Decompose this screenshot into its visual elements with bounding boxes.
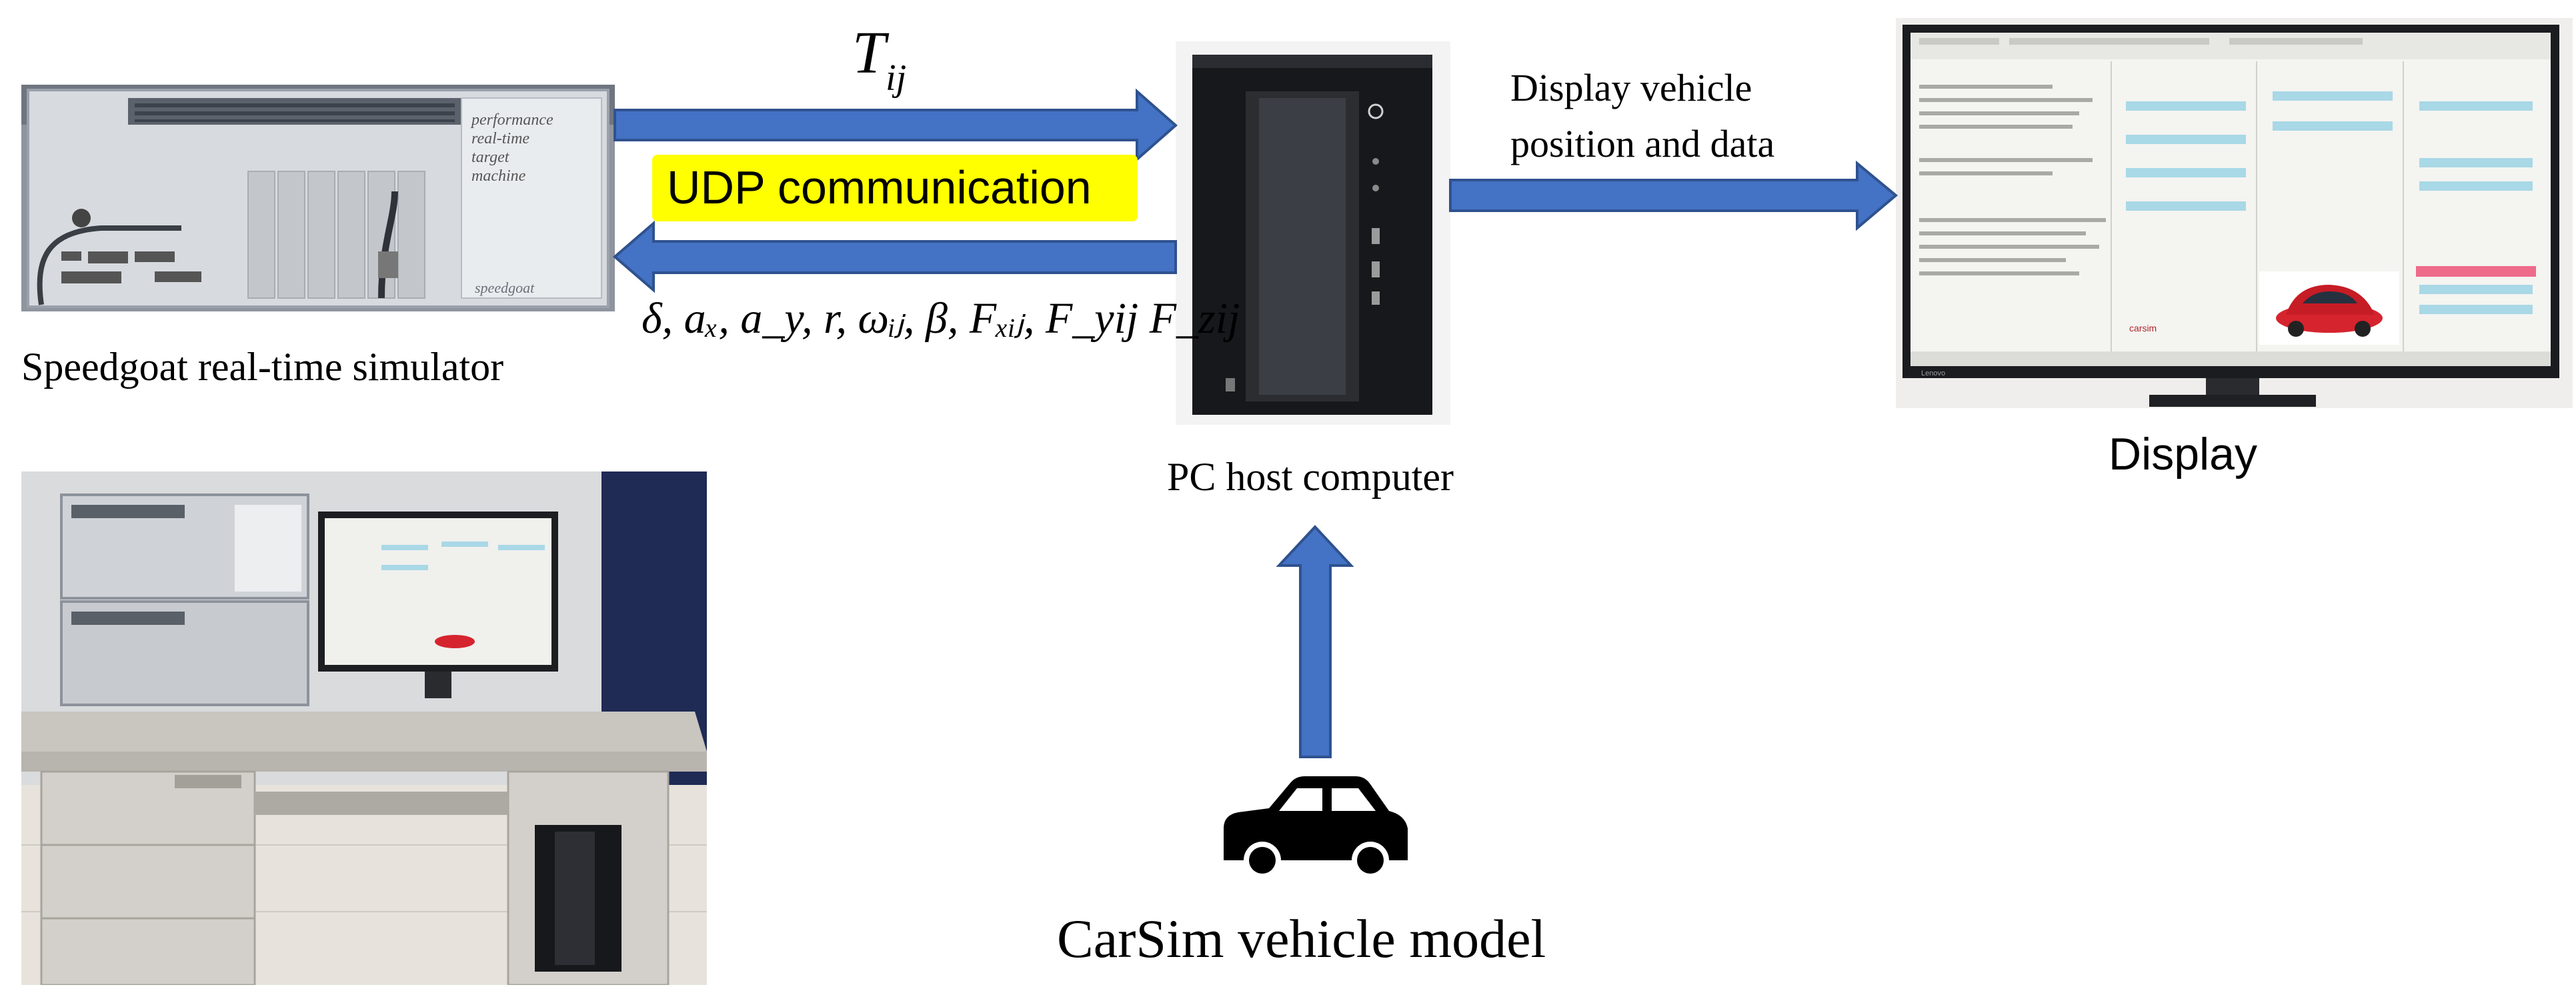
- car-icon: [1224, 776, 1408, 879]
- arrow-to-display: [1449, 160, 1898, 231]
- tij-sub: ij: [886, 57, 907, 99]
- monitor-brand: Lenovo: [1921, 369, 1945, 377]
- pc-host-label: PC host computer: [1167, 455, 1454, 499]
- udp-highlight: [652, 155, 1138, 221]
- speedgoat-panel-line2: real-time: [471, 130, 529, 147]
- udp-label: UDP communication: [667, 161, 1092, 213]
- tij-label: Tij: [852, 20, 906, 99]
- tij-main: T: [852, 20, 886, 86]
- speedgoat-label: Speedgoat real-time simulator: [21, 345, 504, 389]
- arrow-to-speedgoat: [612, 220, 1177, 293]
- speedgoat-panel-line3: target: [471, 149, 510, 166]
- display-vehicle-label-line1: Display vehicle: [1510, 66, 1752, 109]
- arrow-up-to-pc: [1276, 525, 1354, 758]
- speedgoat-photo: performance real-time target machine spe…: [21, 85, 615, 311]
- speedgoat-brand: speedgoat: [475, 279, 535, 296]
- arrow-to-pc: [613, 88, 1178, 163]
- monitor-carsim-logo: carsim: [2129, 323, 2157, 333]
- pc-host-photo: [1176, 41, 1450, 425]
- display-photo: carsim Lenovo: [1896, 18, 2573, 408]
- lab-setup-photo: [21, 471, 707, 985]
- display-label: Display: [2109, 429, 2257, 479]
- carsim-label: CarSim vehicle model: [1057, 908, 1546, 969]
- feedback-signals-label: δ, aₓ, a_y, r, ωᵢⱼ, β, Fₓᵢⱼ, F_yij F_zij: [641, 294, 1240, 343]
- speedgoat-panel-line4: machine: [471, 167, 526, 185]
- display-vehicle-label-line2: position and data: [1510, 122, 1775, 165]
- speedgoat-panel-line1: performance: [470, 111, 553, 129]
